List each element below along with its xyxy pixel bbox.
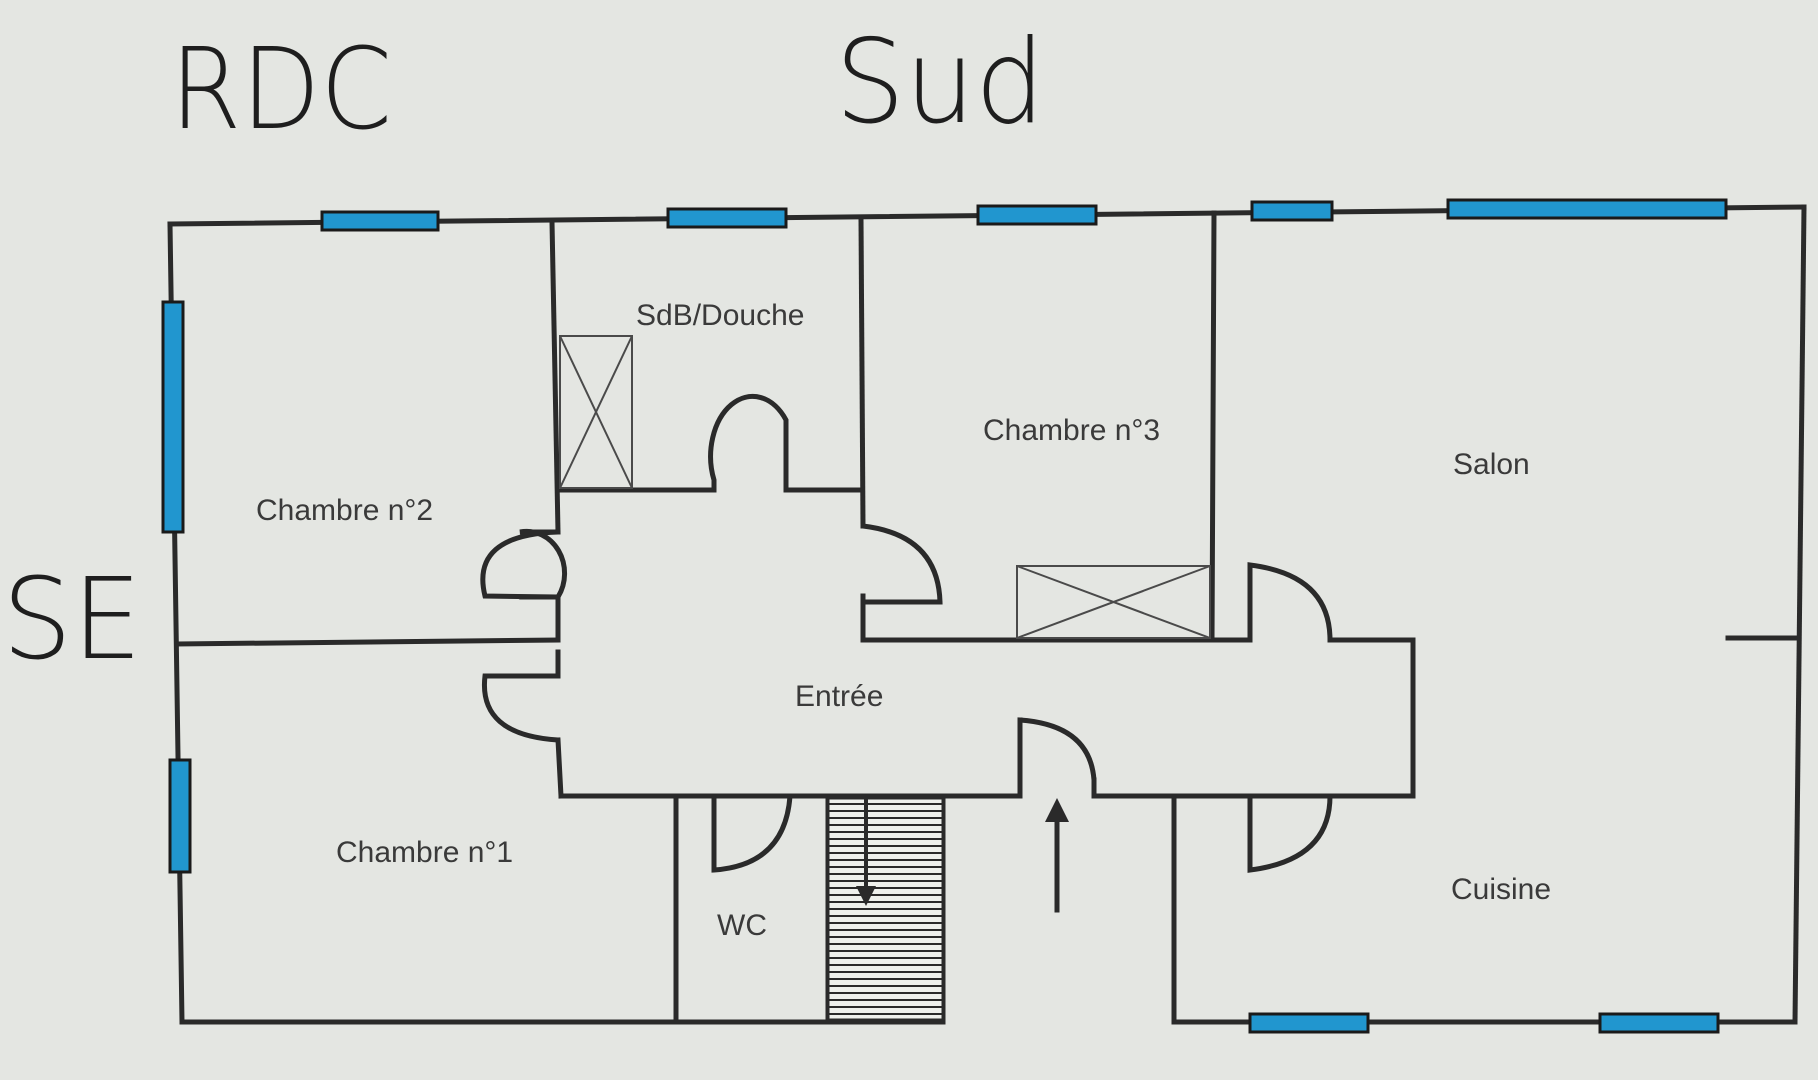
- window-cuisine-bottom-left: [1248, 1012, 1370, 1034]
- stairs: [826, 796, 945, 1022]
- room-label-entree: Entrée: [795, 680, 883, 713]
- room-label-chambre3: Chambre n°3: [983, 414, 1160, 447]
- door-entrance-arc: [1017, 717, 1097, 799]
- door-chambre2-arc: [480, 529, 561, 600]
- wall-chambre3-salon: [1209, 210, 1217, 643]
- room-label-salon: Salon: [1453, 448, 1530, 481]
- door-cuisine-arc: [1247, 793, 1333, 873]
- door-chambre1-arc: [481, 673, 561, 743]
- floor-label: RDC: [170, 25, 392, 155]
- room-label-chambre1: Chambre n°1: [336, 836, 513, 869]
- walls: [167, 204, 1807, 1025]
- window-salon-top-right: [1446, 198, 1728, 220]
- door-sdb: [708, 393, 789, 493]
- window-chambre3-top: [976, 204, 1098, 226]
- window-cuisine-bottom-right: [1598, 1012, 1720, 1034]
- door-salon-arc: [1247, 562, 1333, 643]
- room-labels: Chambre n°2 SdB/Douche Chambre n°3 Salon…: [256, 299, 1551, 942]
- window-sdb-top: [666, 207, 788, 229]
- doors: [480, 393, 1333, 873]
- stairs-arrow-down-icon: [856, 886, 876, 906]
- closet-chambre3: [1016, 565, 1211, 639]
- closets: [559, 335, 1211, 639]
- window-chambre2-top: [320, 210, 440, 232]
- room-label-sdb: SdB/Douche: [636, 299, 804, 332]
- room-label-chambre2: Chambre n°2: [256, 494, 433, 527]
- room-label-cuisine: Cuisine: [1451, 873, 1551, 906]
- entrance-arrow-up-icon: [1045, 798, 1069, 822]
- wall-chambre2-sdb-upper: [549, 219, 561, 535]
- orientation-left-label: SE: [2, 555, 142, 685]
- orientation-top-label: Sud: [835, 15, 1045, 150]
- windows: [161, 198, 1728, 1034]
- door-chambre3-arc: [860, 523, 943, 605]
- outer-wall-right: [1792, 204, 1807, 1025]
- window-salon-top-left: [1250, 200, 1334, 222]
- door-wc-arc: [711, 793, 793, 873]
- closet-sdb: [559, 335, 633, 489]
- window-chambre2-left: [161, 300, 185, 534]
- wall-sdb-chambre3: [858, 216, 866, 529]
- wall-chambre1-hall-lower: [555, 737, 564, 799]
- wall-chambre2-chambre1: [174, 637, 561, 647]
- window-chambre1-left: [168, 758, 192, 874]
- door-chambre2: [517, 528, 568, 600]
- room-label-wc: WC: [717, 909, 767, 942]
